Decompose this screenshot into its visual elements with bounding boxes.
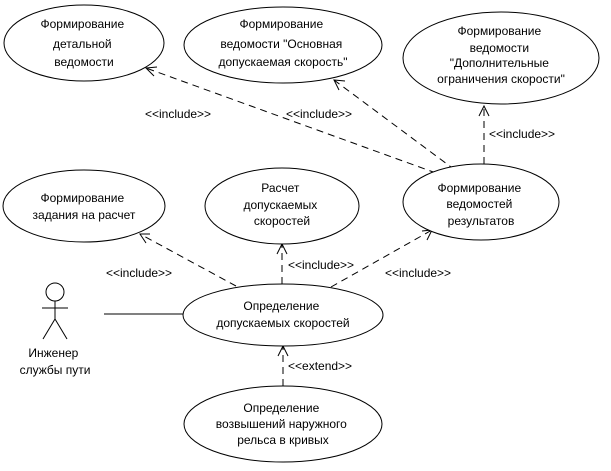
use-case-label: Определение возвышений наружного рельса … [216,401,350,447]
use-case-main-speed-statement: Формирование ведомости "Основная допуска… [183,6,383,84]
include-label-main-speed: <<include>> [286,107,352,121]
use-case-extra-limits-statement: Формирование ведомости "Дополнительные о… [402,11,600,105]
include-label-result-statements: <<include>> [385,266,451,280]
use-case-determine-speeds: Определение допускаемых скоростей [182,283,384,347]
include-line-detailed [145,67,437,174]
use-case-rail-elevation: Определение возвышений наружного рельса … [183,385,383,463]
include-arrowhead-main-speed [333,79,346,91]
use-case-label: Расчет допускаемых скоростей [243,181,320,228]
use-case-label: Формирование ведомости "Основная допуска… [218,17,347,69]
actor-name: Инженер службы пути [20,346,91,377]
use-case-result-statements: Формирование ведомостей результатов [402,163,560,241]
use-case-label: Формирование ведомостей результатов [437,181,524,228]
actor-stick-figure [42,282,68,340]
include-line-calc-task [139,233,237,287]
use-case-label: Формирование детальной ведомости [40,17,127,69]
use-case-label: Определение допускаемых скоростей [216,299,349,330]
use-case-calc-task: Формирование задания на расчет [2,169,166,243]
include-arrowhead-detailed [144,66,158,77]
actor-head [45,282,65,302]
use-case-speed-calc: Расчет допускаемых скоростей [204,167,360,245]
include-label-speed-calc: <<include>> [288,258,354,272]
use-case-detailed-statement: Формирование детальной ведомости [3,4,165,82]
use-case-label: Формирование ведомости "Дополнительные о… [437,24,565,86]
include-line-result-statements [330,229,433,288]
include-label-calc-task: <<include>> [106,266,172,280]
include-line-main-speed [333,79,456,171]
extend-label-rail-elevation: <<extend>> [288,359,352,373]
include-arrowhead-extra-limits [478,104,490,117]
include-arrowhead-calc-task [139,233,150,244]
include-label-extra-limits: <<include>> [489,127,555,141]
include-label-detailed: <<include>> [145,107,211,121]
use-case-label: Формирование задания на расчет [33,191,136,222]
